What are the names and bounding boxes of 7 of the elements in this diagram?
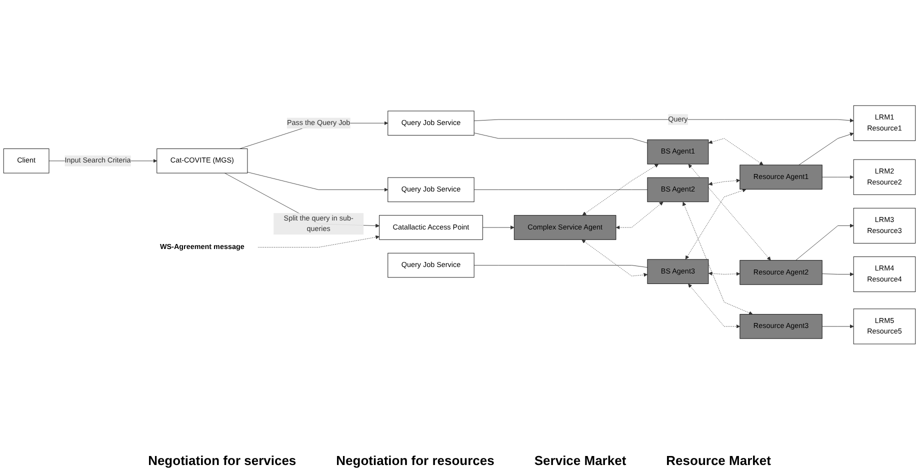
connector bbox=[474, 189, 648, 190]
note-label: Negotiation for services bbox=[148, 453, 296, 468]
connector bbox=[474, 264, 648, 268]
connector bbox=[474, 132, 648, 143]
note-label: Resource Market bbox=[666, 453, 771, 468]
note-label: Service Market bbox=[534, 453, 626, 468]
note-label: Negotiation for resources bbox=[336, 453, 494, 468]
